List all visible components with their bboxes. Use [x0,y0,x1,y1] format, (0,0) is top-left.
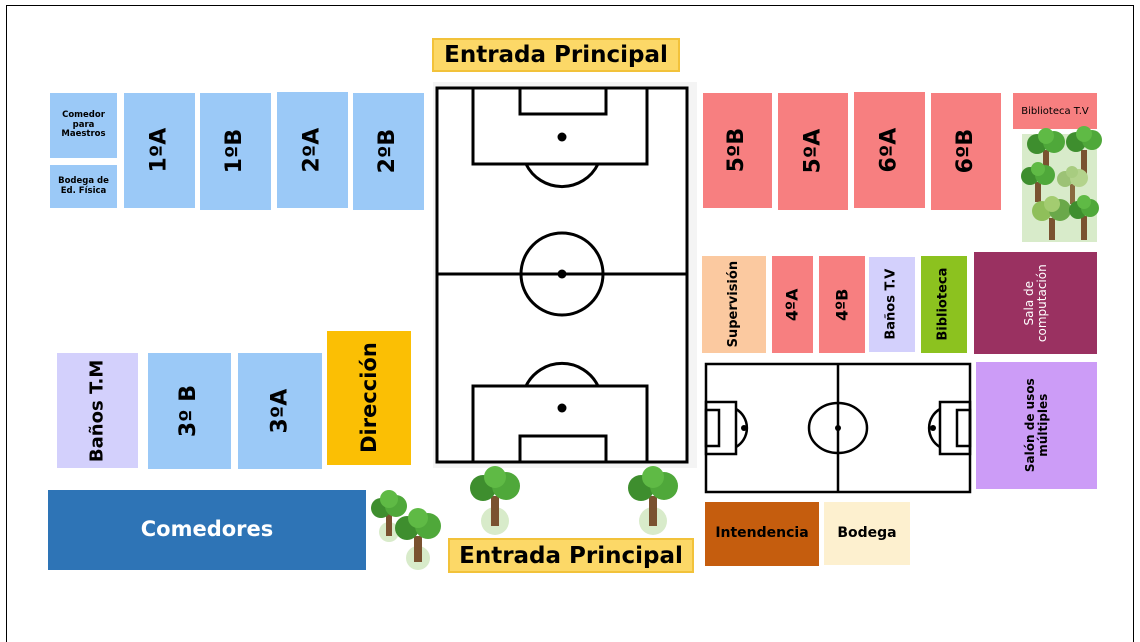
tree-icon [1066,126,1102,176]
supervision-room: Supervisión [702,256,766,353]
supervision-room-label: Supervisión [725,261,741,348]
tv-library-label: Biblioteca T.V [1021,105,1089,117]
multipurpose-room: Salón de usos múltiples [976,362,1097,489]
classroom-2b-label: 2ºB [375,129,401,174]
classroom-3b-label: 3º B [176,384,202,438]
classroom-2a: 2ºA [277,92,348,208]
library-label: Biblioteca [935,267,951,342]
classroom-6b: 6ºB [931,93,1001,210]
pe-storage: Bodega de Ed. Física [50,165,117,208]
classroom-4b: 4ºB [819,256,865,353]
classroom-3b: 3º B [148,353,231,469]
classroom-5a: 5ºA [778,93,848,210]
tree-icon [1032,196,1071,240]
tm-restrooms-label: Baños T.M [86,359,108,462]
tree-icon [1057,166,1088,204]
teachers-dining-room-label: Comedor para Maestros [61,110,106,140]
custodial-room: Intendencia [705,502,819,566]
main-entrance-top: Entrada Principal [432,38,680,72]
tv-restrooms: Baños T.V [869,257,915,352]
library: Biblioteca [921,256,967,353]
classroom-6b-label: 6ºB [952,129,978,174]
classroom-2a-label: 2ºA [299,127,325,173]
computer-lab-label: Sala de computación [1021,264,1049,342]
classroom-5b: 5ºB [703,93,772,208]
main-soccer-field [433,82,697,468]
tv-library: Biblioteca T.V [1013,93,1097,129]
tree-icon [628,466,678,535]
tree-icon [1069,195,1099,240]
dining-halls-label: Comedores [140,517,274,542]
pe-storage-label: Bodega de Ed. Física [58,176,109,196]
classroom-3a: 3ºA [238,353,322,469]
main-entrance-bottom-label: Entrada Principal [459,542,683,569]
storage-room: Bodega [824,502,910,565]
classroom-6a-label: 6ºA [876,127,902,173]
tm-restrooms: Baños T.M [57,353,138,468]
main-entrance-bottom: Entrada Principal [448,538,694,573]
classroom-4b-label: 4ºB [832,288,852,321]
classroom-1b-label: 1ºB [222,129,248,174]
classroom-1a-label: 1ºA [146,128,172,173]
classroom-1b: 1ºB [200,93,271,210]
classroom-1a: 1ºA [124,93,195,208]
classroom-2b: 2ºB [353,93,424,210]
classroom-6a: 6ºA [854,92,925,208]
dining-halls: Comedores [48,490,366,570]
small-soccer-field [704,362,972,494]
custodial-room-label: Intendencia [715,525,809,542]
tree-icon [371,490,407,542]
tree-icon [1027,128,1065,170]
main-entrance-top-label: Entrada Principal [444,42,668,68]
tree-icon [1021,162,1055,202]
classroom-5a-label: 5ºA [799,129,825,174]
classroom-3a-label: 3ºA [266,388,292,434]
tv-restrooms-label: Baños T.V [883,268,899,341]
teachers-dining-room: Comedor para Maestros [50,93,117,158]
principal-office: Dirección [327,331,411,465]
classroom-5b-label: 5ºB [724,128,750,173]
multipurpose-room-label: Salón de usos múltiples [1022,378,1050,473]
principal-office-label: Dirección [356,342,381,454]
computer-lab: Sala de computación [974,252,1097,354]
tree-icon [470,466,520,535]
tree-icon [395,508,441,570]
classroom-4a: 4ºA [772,256,813,353]
classroom-4a-label: 4ºA [782,288,802,321]
storage-room-label: Bodega [837,524,897,541]
